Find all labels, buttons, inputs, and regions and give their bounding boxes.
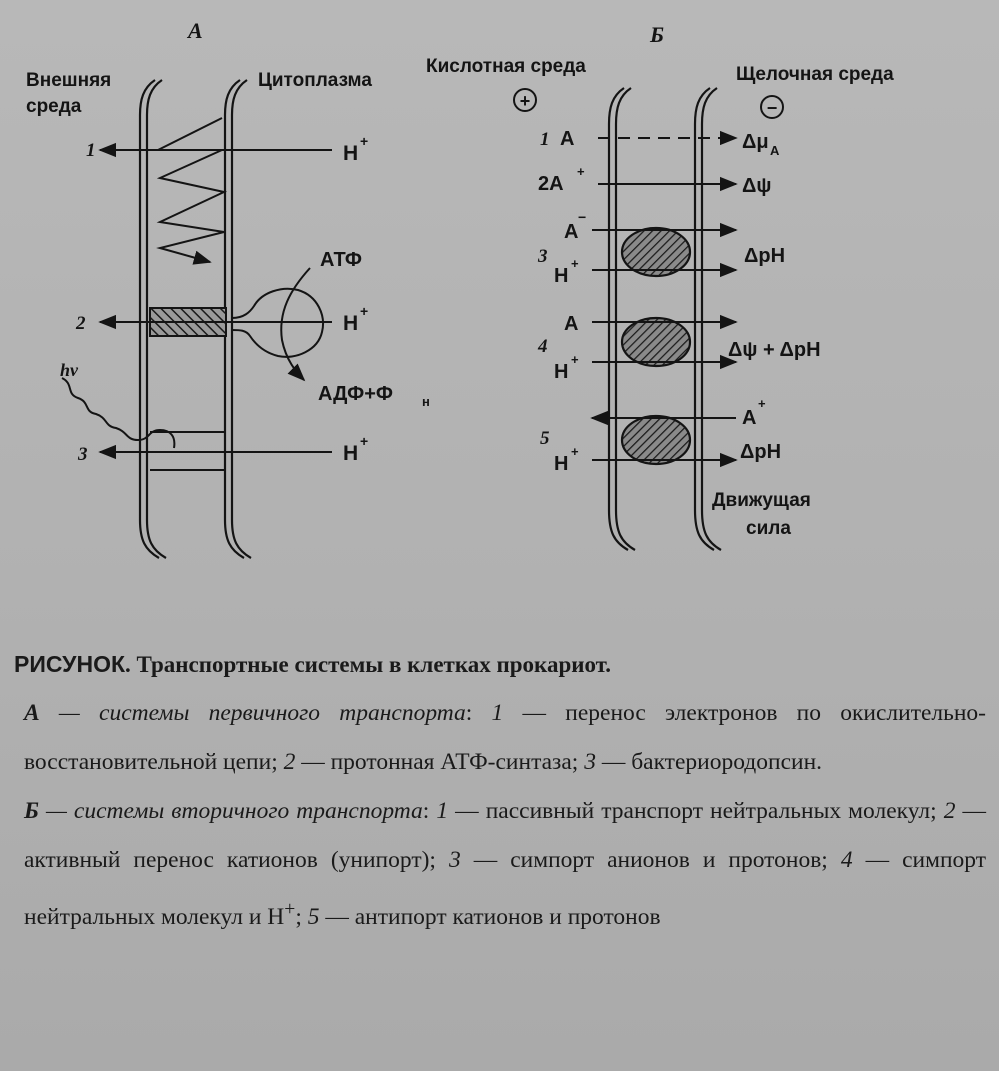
caption-b-num1: 1 [436,798,449,824]
row-b2-driving-force: Δψ [742,175,771,197]
caption-b-letter: Б [24,798,39,824]
minus-sign: − [767,98,778,118]
row-b5-proton-plus: + [571,444,579,459]
row-a2-proton: H [343,312,358,335]
row-b1-ion: A [560,128,574,150]
caption-title-rest: . Транспортные системы в клетках прокари… [125,652,611,677]
row-b2-ion: 2A [538,173,564,195]
adp-label-subscript: н [422,394,430,409]
row-b5-ion: A [742,407,756,429]
panel-b: Б Кислотная среда Щелочная среда + − 1 A… [426,22,894,551]
caption-a-heading: — системы первичного транспорта [39,700,466,726]
row-a1-plus: + [360,133,368,149]
row-a2-number: 2 [75,313,86,334]
row-b1-driving-force: Δμ [742,131,769,153]
caption-b-text5: — антипорт катионов и протонов [319,903,661,930]
caption-b-text4-sup: + [284,899,296,920]
alkaline-medium-label: Щелочная среда [736,64,894,85]
row-b3-carrier [620,226,692,278]
transport-diagram: A Внешняя среда Цитоплазма 1 H + 2 H + А… [26,18,894,559]
caption-b-text4-end: ; [295,903,308,930]
row-b4-proton: H [554,361,568,383]
row-a2-atp-synthase [98,267,332,382]
caption-a-num2: 2 [283,749,296,775]
caption-b-text2: — активный перенос катионов (унипорт); [24,798,987,873]
caption-a-letter: А [24,700,40,726]
plus-sign-circle: + [513,88,537,112]
row-a1-number: 1 [86,140,96,161]
caption-b-num3: 3 [448,847,461,873]
caption-a-text1: — перенос электронов по окислительно-вос… [24,700,986,775]
minus-sign-circle: − [760,95,784,119]
row-b3-proton-plus: + [571,256,579,271]
row-b1-driving-force-sub: A [770,143,780,158]
light-hv-label: hν [60,360,79,380]
outer-medium-label-line1: Внешняя [26,70,111,91]
caption-b-text4: — симпорт нейтральных молекул и H [24,847,986,930]
row-a3-plus: + [360,433,368,449]
plus-sign: + [520,91,531,111]
caption-b-num4: 4 [840,847,853,873]
row-b4-ion: A [564,313,578,335]
caption-b-num5: 5 [307,903,320,930]
caption-title: РИСУНОК. Транспортные системы в клетках … [14,640,986,689]
cytoplasm-label: Цитоплазма [258,70,372,91]
row-b4-carrier [620,316,692,368]
caption-title-bold: РИСУНОК [14,651,126,677]
driving-force-label-line1: Движущая [712,490,811,511]
row-b3-driving-force: ΔpH [744,245,785,267]
row-b4-proton-plus: + [571,352,579,367]
panel-a: A Внешняя среда Цитоплазма 1 H + 2 H + А… [26,18,430,559]
row-a1-electron-chain [98,117,332,265]
row-a3-proton: H [343,442,358,465]
row-a3-bacteriorhodopsin [61,377,332,471]
caption-part-a: А — системы первичного транспорта: 1 — п… [24,700,986,775]
caption-a-text2: — протонная АТФ-синтаза; [295,749,585,775]
outer-medium-label-line2: среда [26,96,82,117]
row-b2-plus: + [577,164,585,179]
row-b4-driving-force: Δψ + ΔpH [728,339,821,361]
caption-b-text3: — симпорт анионов и протонов; [460,847,841,873]
caption-b-text1: — пассивный транспорт нейтральных молеку… [448,798,944,824]
row-b3-ion: A [564,221,578,243]
panel-a-letter: A [186,18,203,43]
row-b5-carrier [620,414,692,466]
row-b3-minus: − [578,209,586,225]
caption-a-num1: 1 [491,700,504,726]
caption-b-num2: 2 [943,798,956,824]
row-b5-driving-force: ΔpH [740,441,781,463]
row-a3-number: 3 [77,444,88,465]
row-b1-number: 1 [540,129,550,150]
panel-b-letter: Б [649,22,664,47]
row-a2-plus: + [360,303,368,319]
membrane-b [607,87,722,551]
row-b4-number: 4 [537,336,548,357]
caption-b-heading: — системы вторичного транспорта [38,798,423,824]
driving-force-label-line2: сила [746,518,791,539]
row-b5-ion-plus: + [758,396,766,411]
caption-a-text3: — бактериородопсин. [595,749,823,775]
row-b3-proton: H [554,265,568,287]
row-b3-number: 3 [537,246,548,267]
caption-a-num3: 3 [584,749,596,775]
adp-label: АДФ+Ф [318,383,393,405]
figure-caption: РИСУНОК. Транспортные системы в клетках … [14,640,986,942]
row-b5-proton: H [554,453,568,475]
caption-part-b: Б — системы вторичного транспорта: 1 — п… [24,798,987,930]
acid-medium-label: Кислотная среда [426,56,586,77]
row-a1-proton: H [343,142,358,165]
row-b5-number: 5 [540,428,550,449]
atp-label: АТФ [320,249,362,271]
